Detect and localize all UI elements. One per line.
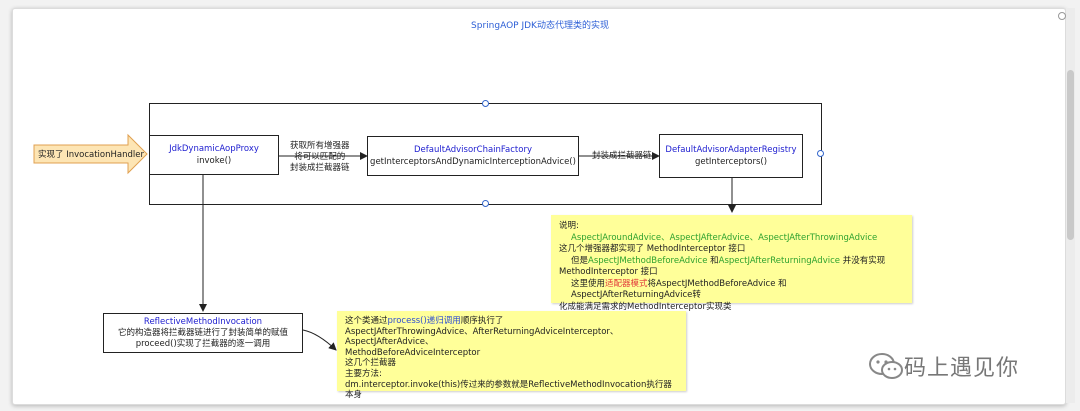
watermark: 码上遇见你 (868, 350, 1019, 382)
diagram-title: SpringAOP JDK动态代理类的实现 (471, 21, 609, 31)
method-name: getInterceptors() (694, 157, 768, 167)
box-jdk-dynamic-aop-proxy[interactable]: JdkDynamicAopProxy invoke() (149, 135, 279, 175)
edge-label-proxy-to-factory: 获取所有增强器 将可以匹配的 封装成拦截器链 (290, 141, 350, 173)
scrollbar-thumb[interactable] (1067, 70, 1074, 240)
proceed-desc: proceed()实现了拦截器的逐一调用 (135, 338, 271, 349)
box-default-advisor-adapter-registry[interactable]: DefaultAdvisorAdapterRegistry getInterce… (659, 134, 803, 178)
method-name: getInterceptorsAndDynamicInterceptionAdv… (370, 157, 576, 167)
constructor-desc: 它的构造器将拦截器链进行了封装简单的赋值 (117, 327, 288, 338)
class-name: ReflectiveMethodInvocation (143, 316, 263, 327)
class-name: DefaultAdvisorChainFactory (414, 145, 532, 155)
note-adapter-explanation[interactable]: 说明: AspectJAroundAdvice、AspectJAfterAdvi… (551, 215, 912, 312)
resize-handle-bottom[interactable] (482, 200, 489, 207)
wechat-icon (869, 353, 903, 379)
entry-arrow-shape (33, 133, 148, 175)
edge-label-factory-to-registry: 封装成拦截器链 (592, 151, 652, 161)
edge-invocation-to-note (302, 329, 337, 351)
resize-handle-top[interactable] (482, 100, 489, 107)
class-name: DefaultAdvisorAdapterRegistry (665, 145, 797, 155)
class-name: JdkDynamicAopProxy (169, 144, 259, 154)
box-default-advisor-chain-factory[interactable]: DefaultAdvisorChainFactory getIntercepto… (367, 136, 579, 176)
method-name: invoke() (196, 156, 232, 166)
entry-arrow-label: 实现了 InvocationHandler (38, 150, 144, 160)
note-invocation-explanation[interactable]: 这个类通过process()递归调用顺序执行了 AspectJAfterThro… (337, 311, 686, 400)
collapse-handle-icon[interactable] (1058, 12, 1066, 20)
box-reflective-method-invocation[interactable]: ReflectiveMethodInvocation 它的构造器将拦截器链进行了… (103, 313, 303, 353)
resize-handle-right[interactable] (817, 150, 824, 157)
